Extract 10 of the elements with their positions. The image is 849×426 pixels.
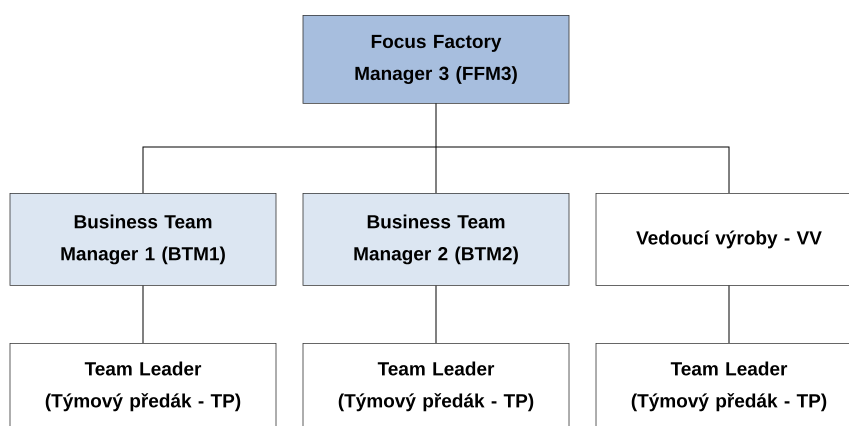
org-box: Business Team Manager 2 (BTM2) (302, 193, 570, 286)
org-box: Team Leader (Týmový předák - TP) (302, 343, 570, 426)
org-box: Team Leader (Týmový předák - TP) (596, 343, 849, 426)
org-box: Team Leader (Týmový předák - TP) (10, 343, 276, 426)
org-box: Vedoucí výroby - VV (596, 193, 849, 286)
connector-line (436, 103, 730, 194)
org-box: Business Team Manager 1 (BTM1) (10, 193, 276, 286)
connector-line (142, 285, 144, 344)
org-box: Focus Factory Manager 3 (FFM3) (302, 15, 570, 104)
connector-line (728, 285, 730, 344)
